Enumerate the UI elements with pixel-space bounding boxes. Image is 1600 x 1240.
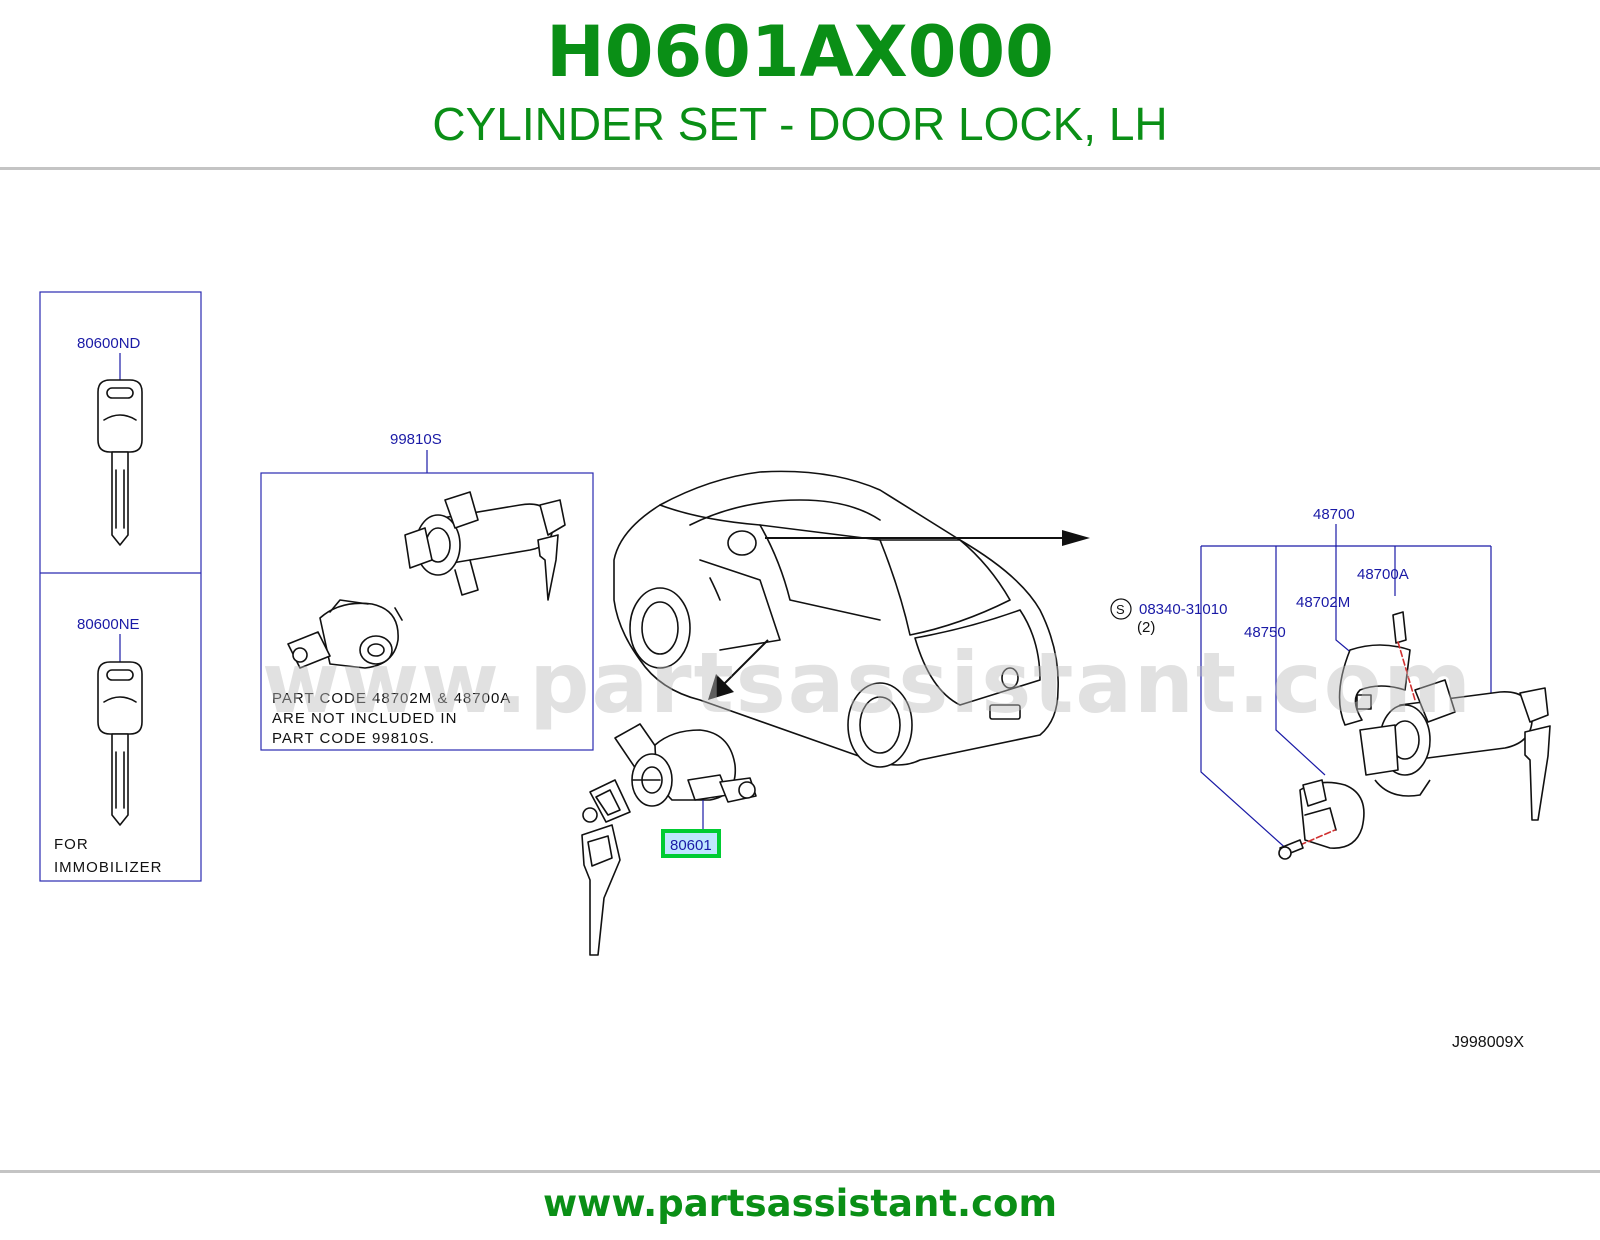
watermark: www.partsassistant.com bbox=[262, 634, 1473, 732]
key-icon-top bbox=[97, 379, 143, 546]
callout-ignition-bolt[interactable]: 48700A bbox=[1357, 566, 1409, 583]
kit-note-line1: PART CODE 48702M & 48700A bbox=[272, 690, 511, 707]
door-cylinder-drawing bbox=[581, 723, 757, 956]
key-panel: 80600ND 80600NE FOR IMMOBILIZER bbox=[39, 291, 202, 882]
screw-symbol-circle bbox=[1110, 598, 1132, 620]
callout-key-top[interactable]: 80600ND bbox=[77, 335, 141, 352]
callout-kit[interactable]: 99810S bbox=[390, 431, 442, 448]
diagram-code: J998009X bbox=[1452, 1034, 1524, 1051]
kit-door-cylinder-drawing bbox=[287, 599, 403, 669]
key-note-line1: FOR bbox=[54, 836, 89, 853]
key-panel-frame bbox=[39, 291, 202, 882]
screw-qty: (2) bbox=[1137, 619, 1155, 636]
pointer-arrows bbox=[708, 530, 1090, 700]
callout-door-cylinder[interactable]: 80601 bbox=[670, 837, 712, 854]
header-divider bbox=[0, 167, 1600, 170]
key-icon-bottom bbox=[97, 661, 143, 826]
callout-ignition-assembly[interactable]: 48700 bbox=[1313, 506, 1355, 523]
key-note-line2: IMMOBILIZER bbox=[54, 859, 163, 876]
kit-panel: 99810S PART CODE 48702M & 48700A ARE NOT… bbox=[260, 431, 594, 751]
part-number-title: H0601AX000 bbox=[546, 11, 1054, 93]
kit-panel-frame bbox=[260, 472, 594, 751]
callout-key-bottom[interactable]: 80600NE bbox=[77, 616, 140, 633]
kit-note-line2: ARE NOT INCLUDED IN bbox=[272, 710, 457, 727]
screw-symbol-letter: S bbox=[1116, 602, 1125, 617]
kit-note-line3: PART CODE 99810S. bbox=[272, 730, 435, 747]
kit-ignition-lock-drawing bbox=[404, 491, 566, 601]
leaders-ignition-assembly bbox=[1200, 524, 1492, 853]
callout-ignition-switch[interactable]: 48750 bbox=[1244, 624, 1286, 641]
callout-screw-part[interactable]: 08340-31010 bbox=[1139, 601, 1227, 618]
page-header: H0601AX000 CYLINDER SET - DOOR LOCK, LH bbox=[0, 0, 1600, 168]
footer-url[interactable]: www.partsassistant.com bbox=[542, 1182, 1057, 1225]
ignition-assembly-callouts: 48700 48700A 48702M 48750 S 08340-31010 … bbox=[1110, 506, 1492, 853]
door-cylinder-highlight-fill bbox=[665, 833, 717, 854]
part-name-subtitle: CYLINDER SET - DOOR LOCK, LH bbox=[432, 98, 1168, 150]
car-illustration bbox=[613, 470, 1059, 768]
callout-ignition-cover[interactable]: 48702M bbox=[1296, 594, 1350, 611]
footer-divider bbox=[0, 1170, 1600, 1173]
ignition-assembly-drawing bbox=[1278, 611, 1551, 860]
